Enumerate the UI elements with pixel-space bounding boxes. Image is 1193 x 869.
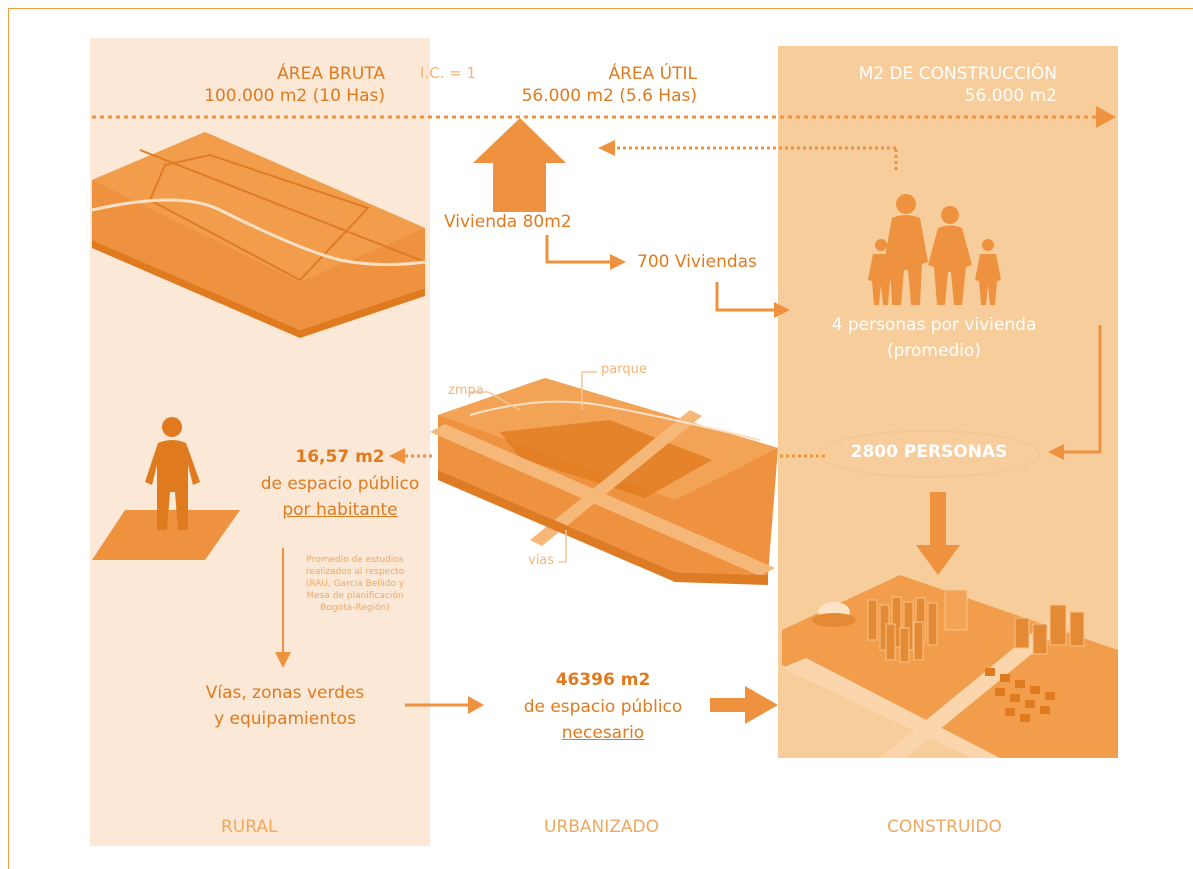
m2-construccion-value: 56.000 m2: [964, 86, 1057, 106]
vias-leader: [558, 530, 567, 563]
house-arrow-icon: [473, 118, 566, 212]
area-util-label: ÁREA ÚTIL: [608, 64, 697, 84]
total-personas-oval: [818, 430, 1040, 478]
diagram-frame: [8, 8, 1193, 869]
ic-label: I.C. = 1: [420, 64, 477, 82]
zmpa-leader: [470, 391, 521, 411]
urban-map: [430, 378, 778, 585]
vivienda-label: Vivienda 80m2: [444, 212, 572, 232]
note-line: Promedio de estudios: [306, 555, 404, 565]
family-icon: [868, 194, 1001, 305]
viviendas-to-personas-arrow: [715, 282, 790, 318]
m2-construccion-label: M2 DE CONSTRUCCIÓN: [858, 64, 1057, 84]
espacio-value: 16,57 m2: [295, 447, 385, 467]
personas-line2: (promedio): [886, 341, 981, 361]
area-bruta-value: 100.000 m2 (10 Has): [204, 86, 385, 106]
area-bruta-label: ÁREA BRUTA: [277, 64, 385, 84]
parque-leader: [581, 371, 597, 410]
area-util-value: 56.000 m2 (5.6 Has): [521, 86, 697, 106]
family-to-house-arrow: [598, 140, 898, 170]
note-line: Mesa de planificación: [306, 591, 404, 601]
parque-label: parque: [601, 362, 647, 377]
vias-line1: Vías, zonas verdes: [205, 683, 365, 703]
vias-map-label: vías: [528, 553, 555, 568]
rural-land-plot: [91, 132, 426, 338]
note-line: (RAU, Garcia Bellido y: [305, 579, 405, 589]
top-axis-arrow: [92, 106, 1116, 128]
footer-rural: RURAL: [221, 817, 278, 837]
footer-urbanizado: URBANIZADO: [544, 817, 660, 837]
personas-line1: 4 personas por vivienda: [831, 315, 1037, 335]
city-illustration: [782, 575, 1118, 758]
necesario-line2: de espacio público: [523, 697, 683, 717]
necesario-to-city-arrow: [710, 686, 778, 724]
necesario-value: 46396 m2: [555, 670, 651, 690]
person-icon: [92, 417, 240, 560]
note-text: Promedio de estudios realizados al respe…: [290, 554, 420, 614]
viviendas-label: 700 Viviendas: [637, 252, 757, 272]
note-to-vias-arrow: [275, 548, 291, 668]
zmpa-label: zmpa: [448, 383, 484, 398]
espacio-line2: de espacio público: [260, 474, 420, 494]
vias-to-necesario-arrow: [405, 696, 484, 714]
total-down-arrow: [916, 492, 960, 575]
total-personas-label: 2800 PERSONAS: [850, 442, 1008, 462]
map-to-espacio-arrow: [389, 448, 432, 464]
note-line: realizados al respecto: [305, 567, 405, 577]
footer-construido: CONSTRUIDO: [887, 817, 1002, 837]
necesario-line3: necesario: [561, 723, 645, 743]
vivienda-to-viviendas-arrow: [545, 235, 626, 270]
note-line: Bogotá-Región): [320, 603, 390, 613]
espacio-line3: por habitante: [282, 500, 398, 520]
vias-line2: y equipamientos: [214, 709, 356, 729]
personas-to-total-arrow: [1048, 325, 1102, 460]
